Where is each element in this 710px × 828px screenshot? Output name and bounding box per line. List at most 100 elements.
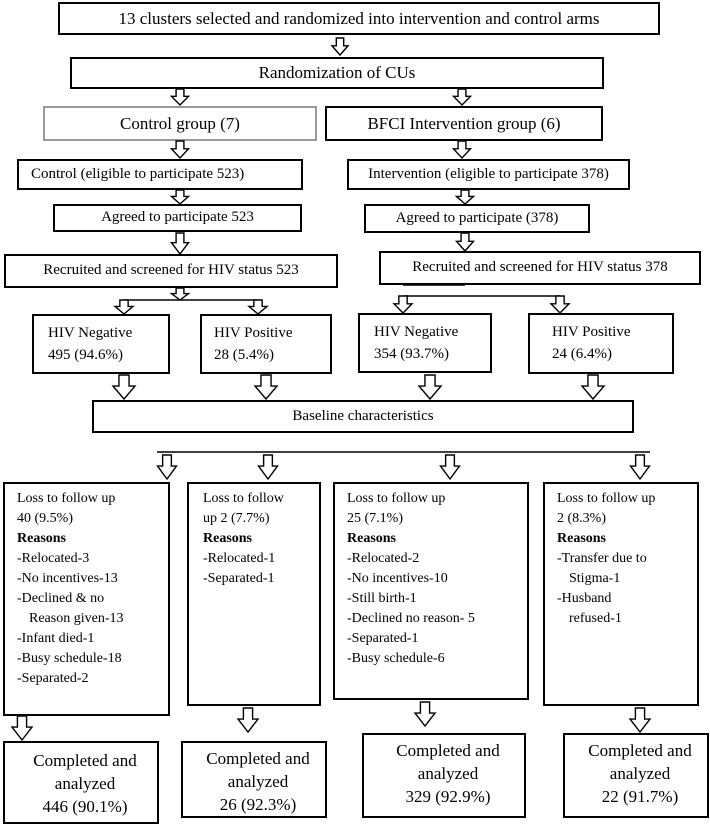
reason-item: Stigma-1 <box>569 571 621 586</box>
down-arrow-icon <box>628 707 652 734</box>
hiv-positive-count: 28 (5.4%) <box>214 347 274 363</box>
reason-item: -Separated-1 <box>203 571 275 586</box>
reason-item: -Busy schedule-6 <box>347 651 445 666</box>
loss-title: Loss to follow up <box>347 491 446 506</box>
reason-item: -Relocated-3 <box>17 551 90 566</box>
down-arrow-icon <box>580 374 606 401</box>
down-arrow-icon <box>113 299 135 315</box>
down-arrow-icon <box>451 140 473 160</box>
loss-count: up 2 (7.7%) <box>203 511 270 526</box>
reason-item: -Busy schedule-18 <box>17 651 122 666</box>
completed-line: analyzed <box>417 764 479 783</box>
box-intervention-agreed: Agreed to participate (378) <box>364 204 590 233</box>
down-arrow-icon <box>247 299 269 315</box>
down-arrow-icon <box>392 295 414 314</box>
box-randomization: Randomization of CUs <box>70 57 604 89</box>
hiv-negative-count: 495 (94.6%) <box>48 347 123 363</box>
down-arrow-icon <box>439 454 461 481</box>
box-bfci-intervention-group: BFCI Intervention group (6) <box>325 106 603 141</box>
reason-item: -Husband <box>557 591 612 606</box>
reason-item: -Declined & no <box>17 591 105 606</box>
completed-count: 329 (92.9%) <box>405 787 491 806</box>
down-arrow-icon <box>169 189 191 205</box>
box-loss-control-hiv-negative: Loss to follow up 40 (9.5%) Reasons -Rel… <box>3 482 170 716</box>
completed-line: Completed and <box>206 749 310 768</box>
reason-item: -Declined no reason- 5 <box>347 611 475 626</box>
reason-item: -No incentives-10 <box>347 571 448 586</box>
box-control-agreed: Agreed to participate 523 <box>53 204 302 232</box>
hiv-positive-label: HIV Positive <box>214 325 293 341</box>
completed-line: Completed and <box>588 741 692 760</box>
box-completed-control-hiv-negative: Completed and analyzed 446 (90.1%) <box>3 741 159 824</box>
box-completed-intervention-hiv-positive: Completed and analyzed 22 (91.7%) <box>563 733 709 818</box>
down-arrow-icon <box>629 454 651 481</box>
box-loss-intervention-hiv-negative: Loss to follow up 25 (7.1%) Reasons -Rel… <box>333 482 529 700</box>
reason-item: -Separated-2 <box>17 671 89 686</box>
hiv-positive-count: 24 (6.4%) <box>552 346 612 362</box>
down-arrow-icon <box>111 374 137 401</box>
loss-count: 25 (7.1%) <box>347 511 403 526</box>
box-baseline-characteristics: Baseline characteristics <box>92 400 634 433</box>
down-arrow-icon <box>236 707 260 734</box>
reasons-label: Reasons <box>203 531 253 546</box>
hiv-negative-count: 354 (93.7%) <box>374 346 449 362</box>
box-control-recruited: Recruited and screened for HIV status 52… <box>4 254 338 288</box>
completed-line: analyzed <box>227 772 289 791</box>
hiv-positive-label: HIV Positive <box>552 324 631 340</box>
down-arrow-icon <box>451 88 473 106</box>
down-arrow-icon <box>413 701 437 728</box>
box-loss-intervention-hiv-positive: Loss to follow up 2 (8.3%) Reasons -Tran… <box>543 482 699 706</box>
reason-item: -Separated-1 <box>347 631 419 646</box>
loss-title: Loss to follow up <box>557 491 656 506</box>
down-arrow-icon <box>169 88 191 106</box>
reason-item: refused-1 <box>569 611 622 626</box>
down-arrow-icon <box>156 454 178 481</box>
box-intervention-recruited: Recruited and screened for HIV status 37… <box>379 251 701 285</box>
completed-count: 26 (92.3%) <box>219 795 297 814</box>
box-control-hiv-positive: HIV Positive 28 (5.4%) <box>200 314 332 374</box>
reason-item: -Still birth-1 <box>347 591 417 606</box>
reasons-label: Reasons <box>347 531 397 546</box>
down-arrow-icon <box>454 189 476 205</box>
down-arrow-icon <box>169 140 191 160</box>
box-completed-control-hiv-positive: Completed and analyzed 26 (92.3%) <box>181 741 327 818</box>
down-arrow-icon <box>454 232 476 253</box>
completed-count: 446 (90.1%) <box>42 797 128 816</box>
down-arrow-icon <box>330 37 350 57</box>
completed-count: 22 (91.7%) <box>601 787 679 806</box>
reason-item: -Transfer due to <box>557 551 647 566</box>
down-arrow-icon <box>170 232 190 256</box>
reason-item: Reason given-13 <box>29 611 124 626</box>
box-clusters: 13 clusters selected and randomized into… <box>58 2 660 35</box>
down-arrow-icon <box>417 374 443 401</box>
box-control-eligible: Control (eligible to participate 523) <box>17 159 303 190</box>
reasons-label: Reasons <box>17 531 67 546</box>
completed-line: Completed and <box>33 751 137 770</box>
down-arrow-icon <box>257 454 279 481</box>
box-control-group: Control group (7) <box>43 106 317 141</box>
reason-item: -Infant died-1 <box>17 631 95 646</box>
reasons-label: Reasons <box>557 531 607 546</box>
box-control-hiv-negative: HIV Negative 495 (94.6%) <box>32 314 170 374</box>
loss-title: Loss to follow <box>203 491 284 506</box>
down-arrow-icon <box>10 715 34 742</box>
loss-count: 2 (8.3%) <box>557 511 606 526</box>
loss-count: 40 (9.5%) <box>17 511 73 526</box>
box-intervention-hiv-positive: HIV Positive 24 (6.4%) <box>528 313 674 374</box>
completed-line: analyzed <box>609 764 671 783</box>
down-arrow-icon <box>253 374 279 401</box>
box-intervention-hiv-negative: HIV Negative 354 (93.7%) <box>358 313 492 373</box>
down-arrow-icon <box>549 295 571 314</box>
reason-item: -Relocated-2 <box>347 551 420 566</box>
hiv-negative-label: HIV Negative <box>48 325 133 341</box>
completed-line: analyzed <box>54 774 116 793</box>
completed-line: Completed and <box>396 741 500 760</box>
reason-item: -No incentives-13 <box>17 571 118 586</box>
hiv-negative-label: HIV Negative <box>374 324 459 340</box>
box-loss-control-hiv-positive: Loss to follow up 2 (7.7%) Reasons -Relo… <box>187 482 321 706</box>
reason-item: -Relocated-1 <box>203 551 276 566</box>
box-intervention-eligible: Intervention (eligible to participate 37… <box>347 159 630 190</box>
box-completed-intervention-hiv-negative: Completed and analyzed 329 (92.9%) <box>362 733 526 818</box>
loss-title: Loss to follow up <box>17 491 116 506</box>
